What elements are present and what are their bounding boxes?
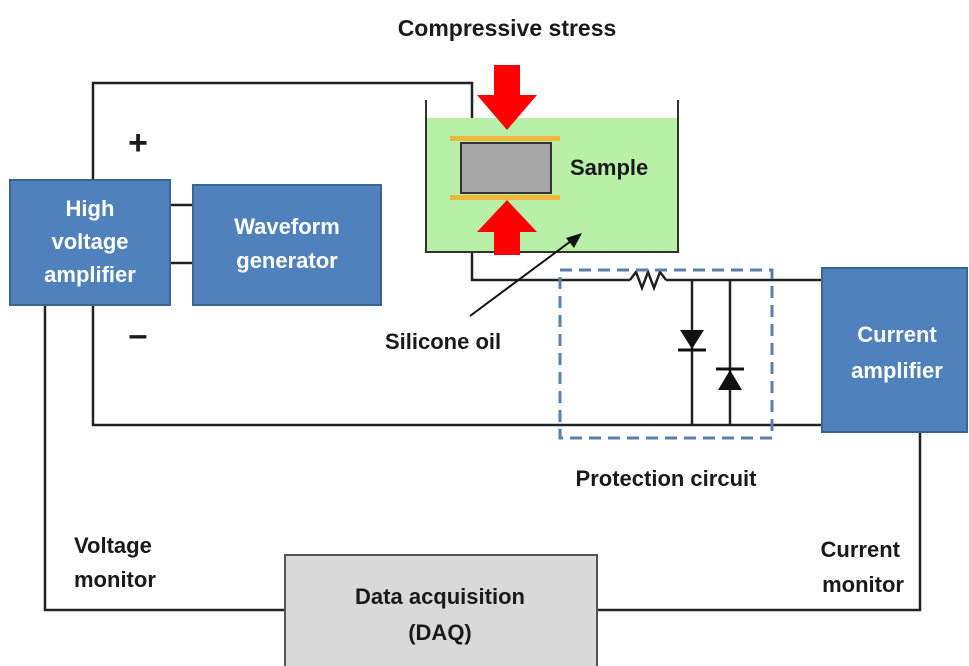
waveform-generator-block: Waveform generator	[192, 184, 382, 306]
sample-label: Sample	[570, 155, 648, 180]
diagram-title: Compressive stress	[398, 15, 617, 41]
diode-up-icon	[718, 370, 742, 390]
wire-voltage-monitor	[43, 305, 285, 612]
silicone-oil-label: Silicone oil	[385, 329, 501, 354]
resistor-symbol	[629, 268, 667, 292]
voltage-monitor-line-2: monitor	[74, 567, 156, 592]
current-monitor-line-1: Current	[821, 537, 901, 562]
waveform-line-1: Waveform	[234, 214, 340, 239]
hv-amp-line-1: High	[66, 196, 115, 221]
wire-hv-positive	[91, 81, 474, 180]
current-amp-line-2: amplifier	[851, 358, 943, 383]
voltage-monitor-line-1: Voltage	[74, 533, 152, 558]
bottom-electrode	[450, 195, 560, 200]
sample-stack	[450, 136, 560, 200]
hv-amp-line-2: voltage	[51, 229, 128, 254]
current-amp-line-1: Current	[857, 322, 937, 347]
hv-amplifier-block: High voltage amplifier	[9, 179, 171, 306]
silicone-oil-pointer	[469, 237, 576, 317]
sample-block	[460, 142, 552, 194]
protection-circuit-box	[558, 268, 774, 440]
top-electrode	[450, 136, 560, 141]
daq-block: Data acquisition (DAQ)	[284, 554, 598, 666]
bath-walls	[425, 100, 679, 253]
daq-line-2: (DAQ)	[408, 620, 472, 645]
wire-current-monitor	[597, 432, 922, 612]
compressive-arrow-bottom-icon	[477, 200, 537, 255]
protection-circuit-label: Protection circuit	[576, 466, 758, 491]
waveform-line-2: generator	[236, 248, 338, 273]
wire-hv-negative	[91, 305, 822, 427]
hv-amp-line-3: amplifier	[44, 262, 136, 287]
daq-line-1: Data acquisition	[355, 584, 525, 609]
plus-sign: +	[128, 124, 148, 162]
current-amplifier-block: Current amplifier	[821, 267, 968, 433]
current-monitor-line-2: monitor	[822, 572, 904, 597]
diode-down-icon	[680, 330, 704, 349]
silicone-oil-pointer-head-icon	[566, 233, 582, 248]
minus-sign: –	[129, 316, 148, 354]
compressive-arrow-top-icon	[477, 65, 537, 130]
diodes	[678, 330, 744, 390]
